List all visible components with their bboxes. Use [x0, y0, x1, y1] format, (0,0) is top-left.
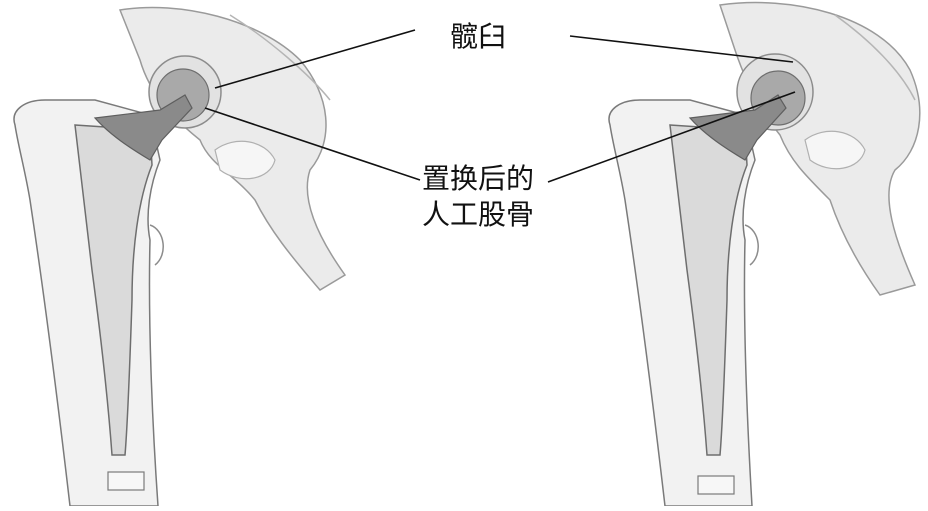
left-trochanter [150, 225, 163, 265]
implant-label-line1: 置换后的 [422, 162, 534, 196]
acetabulum-label: 髋臼 [450, 20, 506, 54]
right-trochanter [745, 225, 758, 265]
left-distal-plug [108, 472, 144, 490]
right-distal-plug [698, 476, 734, 494]
implant-label-line2: 人工股骨 [422, 198, 534, 232]
left-hip-illustration [14, 7, 345, 506]
right-hip-illustration [609, 3, 920, 506]
